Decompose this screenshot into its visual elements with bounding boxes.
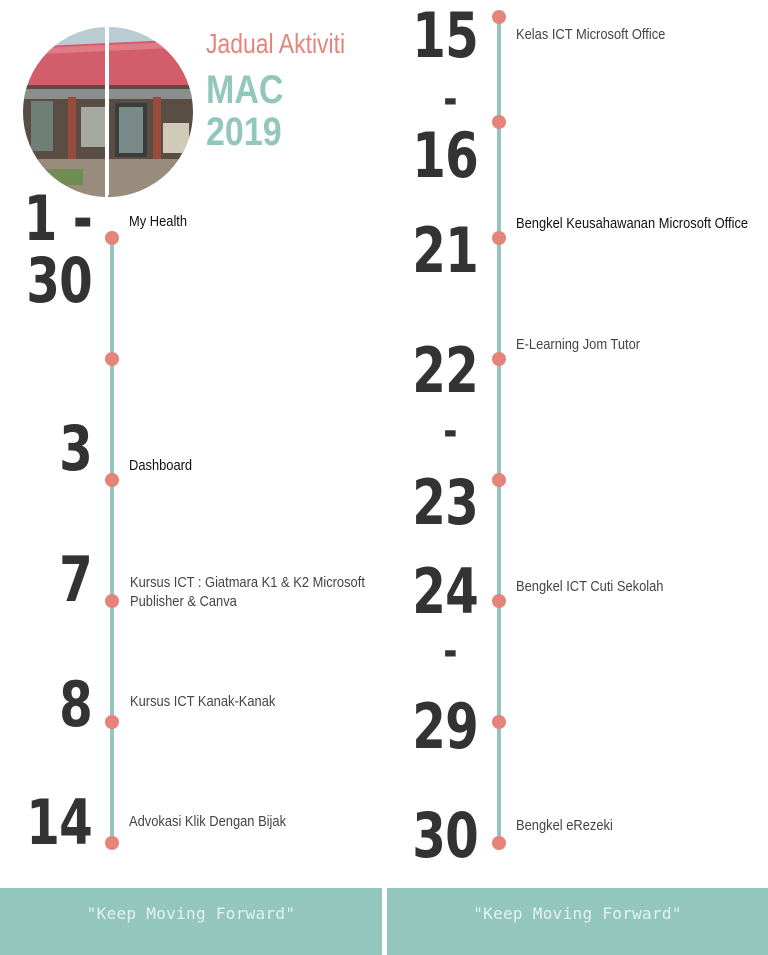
- timeline-dot: [492, 473, 506, 487]
- event-label: Dashboard: [129, 457, 193, 474]
- event-date: 21: [412, 214, 479, 287]
- timeline-dot: [492, 594, 506, 608]
- event-date: 15: [412, 0, 479, 72]
- timeline-dot: [105, 715, 119, 729]
- event-label: Bengkel Keusahawanan Microsoft Office: [516, 215, 749, 232]
- timeline-dot: [492, 715, 506, 729]
- event-date-end: 23: [412, 466, 479, 539]
- event-date: 8: [59, 668, 93, 741]
- event-date: 3: [59, 412, 93, 485]
- timeline-dot: [105, 594, 119, 608]
- event-date-end: 30: [26, 244, 93, 317]
- event-label: Kelas ICT Microsoft Office: [516, 26, 666, 43]
- timeline-dot: [492, 836, 506, 850]
- event-label: My Health: [129, 213, 188, 230]
- timeline-dot: [105, 836, 119, 850]
- month-label: MAC: [206, 68, 284, 112]
- footer-quote: "Keep Moving Forward": [86, 904, 296, 923]
- timeline-dot: [492, 115, 506, 129]
- timeline-dot: [492, 231, 506, 245]
- page-title: Jadual Aktiviti: [206, 28, 346, 59]
- event-label: Kursus ICT Kanak-Kanak: [130, 693, 276, 710]
- event-date-separator: -: [443, 74, 457, 125]
- timeline-dot: [492, 352, 506, 366]
- timeline-dot: [492, 10, 506, 24]
- event-date: 24: [412, 555, 479, 628]
- timeline-dot: [105, 473, 119, 487]
- event-date: 14: [26, 786, 93, 859]
- event-date-end: 16: [412, 119, 479, 192]
- photo-divider-line: [106, 27, 109, 195]
- footer-quote: "Keep Moving Forward": [473, 904, 682, 923]
- right-timeline-line: [497, 17, 501, 843]
- left-timeline-line: [110, 243, 114, 843]
- event-label: Bengkel ICT Cuti Sekolah: [516, 578, 664, 595]
- event-label: Bengkel eRezeki: [516, 817, 613, 834]
- event-label: Advokasi Klik Dengan Bijak: [129, 813, 287, 830]
- event-date-separator: -: [443, 406, 457, 457]
- event-date-end: 29: [412, 690, 479, 763]
- event-date: 7: [59, 543, 93, 616]
- footer-right: "Keep Moving Forward": [387, 888, 768, 955]
- event-date: 30: [412, 799, 479, 872]
- event-label: E-Learning Jom Tutor: [516, 336, 641, 353]
- footer-left: "Keep Moving Forward": [0, 888, 382, 955]
- event-label-cont: Publisher & Canva: [130, 593, 237, 610]
- event-date: 1 -: [23, 182, 93, 255]
- year-label: 2019: [206, 110, 282, 154]
- event-date-separator: -: [443, 626, 457, 677]
- timeline-dot: [105, 352, 119, 366]
- event-date: 22: [412, 334, 479, 407]
- event-label: Kursus ICT : Giatmara K1 & K2 Microsoft: [130, 574, 365, 591]
- timeline-dot: [105, 231, 119, 245]
